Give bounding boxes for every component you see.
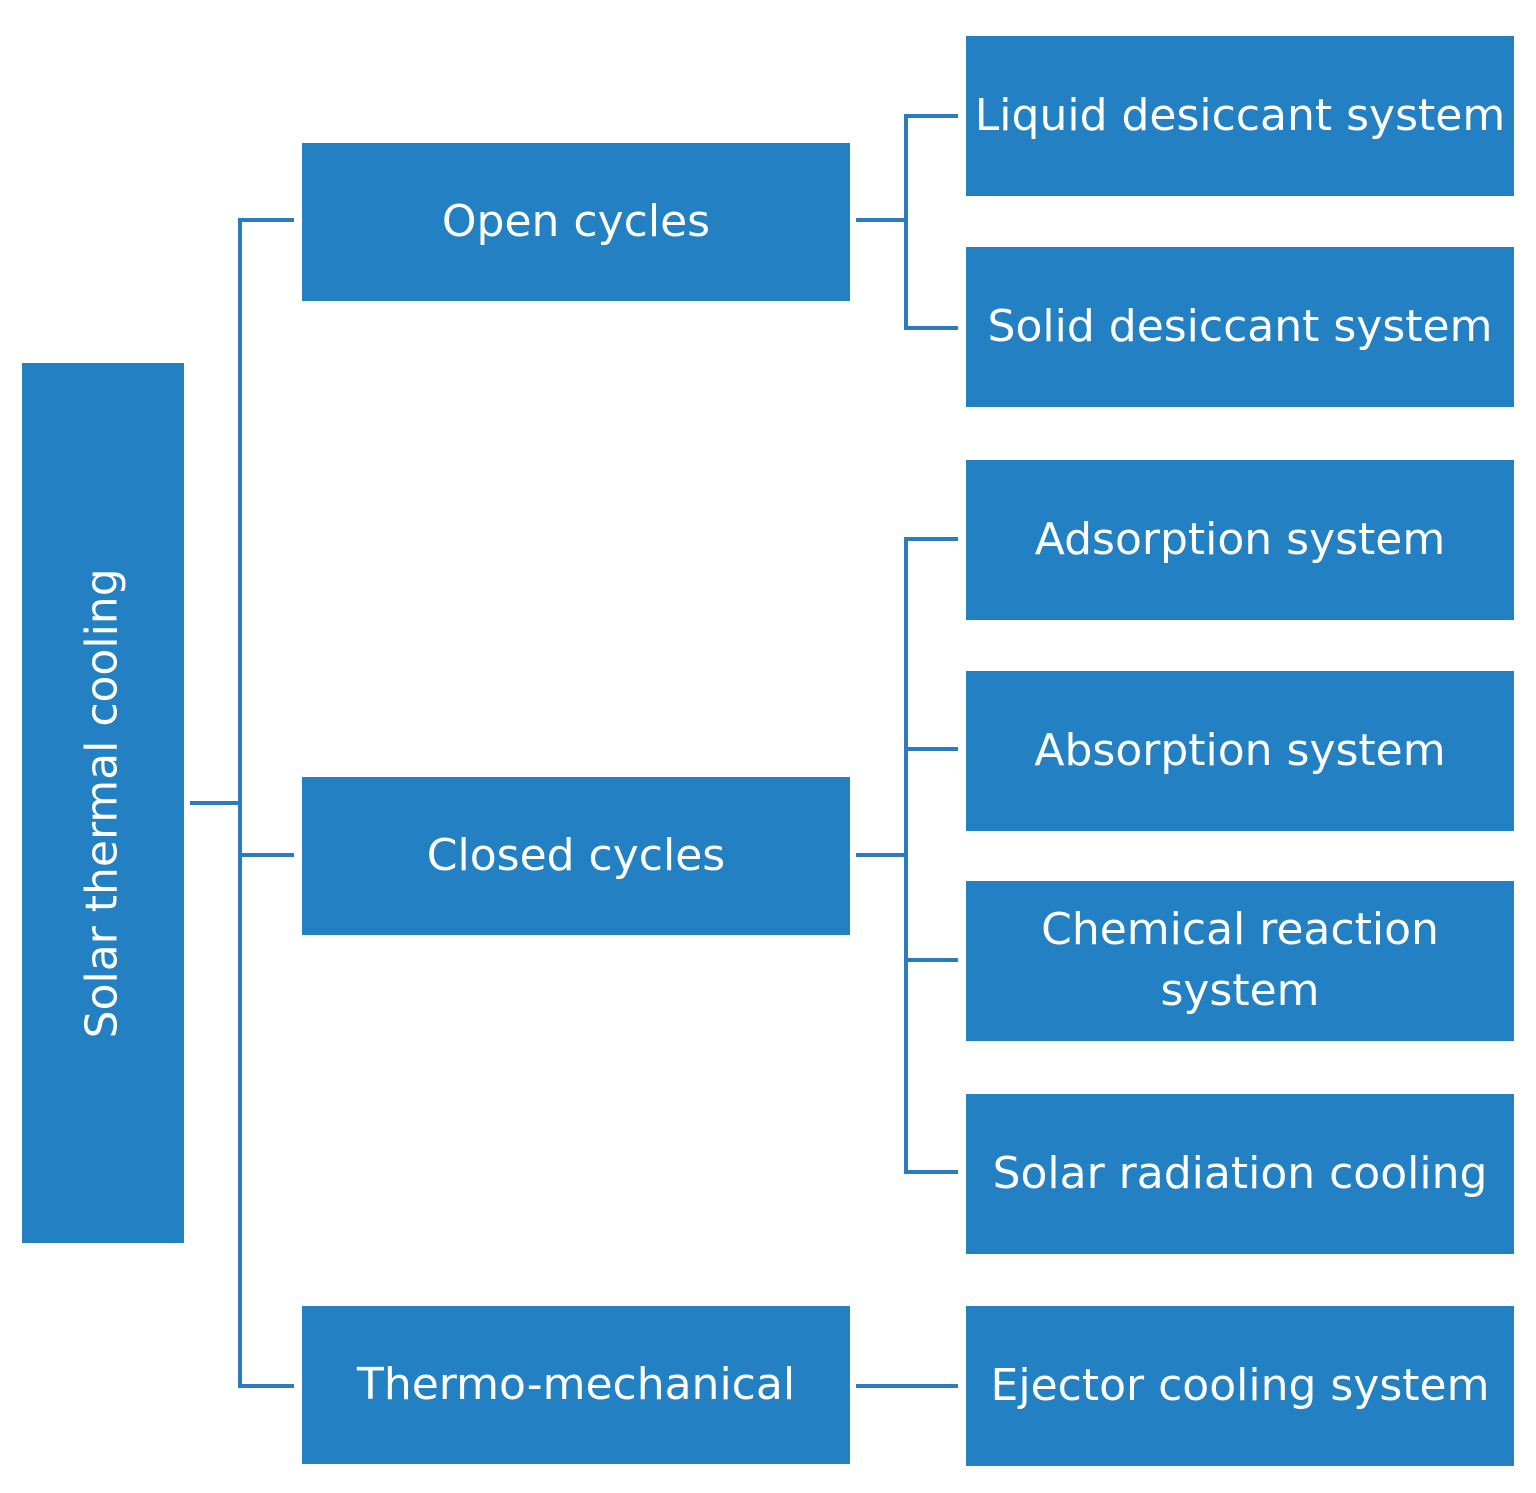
system-label: Solid desiccant system [987,300,1493,352]
category-label: Closed cycles [426,829,726,881]
connector-open-to-liquid [904,114,958,118]
connector-thermo-to-ejector [856,1384,958,1388]
root-node-solar-thermal-cooling: Solar thermal cooling [22,363,184,1243]
connector-root-stub [190,801,242,805]
connector-closed-spine [904,537,908,1174]
system-node-solar-radiation-cooling: Solar radiation cooling [966,1094,1514,1254]
connector-root-spine [238,218,242,1388]
system-label: Solar radiation cooling [992,1147,1488,1199]
connector-open-to-solid [904,326,958,330]
system-label: Chemical reaction system [1041,904,1439,1016]
system-node-chemical-reaction: Chemical reaction system [966,881,1514,1041]
connector-closed-to-adsorption [904,537,958,541]
category-label: Thermo-mechanical [356,1358,796,1410]
connector-open-stub [856,218,908,222]
system-label: Ejector cooling system [990,1359,1490,1411]
connector-closed-to-absorption [904,747,958,751]
system-node-liquid-desiccant: Liquid desiccant system [966,36,1514,196]
root-node-label: Solar thermal cooling [76,568,128,1038]
system-label: Absorption system [1034,724,1446,776]
connector-root-to-open [238,218,294,222]
connector-root-to-thermo [238,1384,294,1388]
category-node-thermo-mechanical: Thermo-mechanical [302,1306,850,1464]
connector-open-spine [904,114,908,330]
connector-root-to-closed [238,853,294,857]
system-node-absorption: Absorption system [966,671,1514,831]
connector-closed-to-radiation [904,1170,958,1174]
system-node-adsorption: Adsorption system [966,460,1514,620]
category-node-closed-cycles: Closed cycles [302,777,850,935]
system-label: Liquid desiccant system [974,89,1506,141]
category-node-open-cycles: Open cycles [302,143,850,301]
category-label: Open cycles [441,195,711,247]
system-node-solid-desiccant: Solid desiccant system [966,247,1514,407]
system-node-ejector-cooling: Ejector cooling system [966,1306,1514,1466]
connector-closed-stub [856,853,908,857]
connector-closed-to-chemical [904,958,958,962]
system-label: Adsorption system [1034,513,1446,565]
